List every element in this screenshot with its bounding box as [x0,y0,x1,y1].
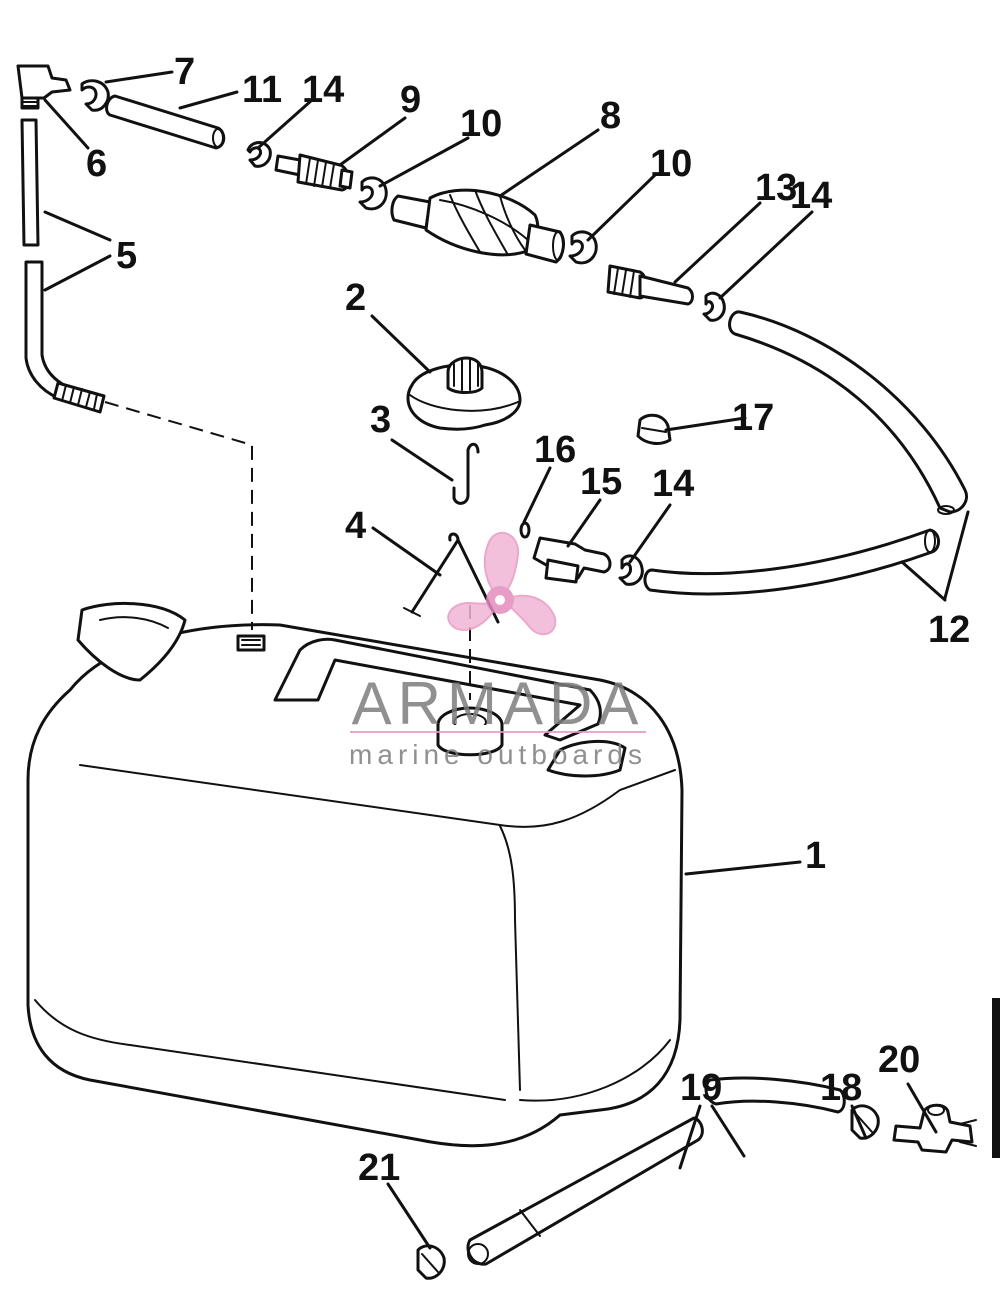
callout-9: 9 [400,79,421,121]
fuel-hose-12 [643,310,968,596]
callout-1: 1 [805,835,826,877]
assembly-line-pickup [104,401,253,630]
primer-bulb [390,188,565,264]
filler-cap [406,356,522,431]
cap-retainer-hook [452,442,480,505]
o-ring-16 [519,521,531,539]
callout-15: 15 [580,461,622,503]
callout-3: 3 [370,399,391,441]
tank-connector-15 [532,536,612,584]
page-edge-tab [992,998,1000,1158]
leader-lines [43,70,970,1250]
callout-20: 20 [878,1039,920,1081]
fuel-hose-19 [466,1076,846,1266]
hose-clamp-14-lower [618,554,644,586]
hose-clamp-17 [636,413,672,445]
callout-4: 4 [345,505,366,547]
pickup-filter-screen [52,381,106,414]
callout-labels: 1 2 3 4 5 6 7 8 9 10 10 11 12 13 14 14 1… [86,51,970,1189]
fuel-tank [26,602,684,1148]
callout-13: 13 [755,167,797,209]
callout-6: 6 [86,143,107,185]
callout-18: 18 [820,1067,862,1109]
callout-10-right: 10 [650,143,692,185]
callout-12: 12 [928,609,970,651]
callout-8: 8 [600,95,621,137]
watermark-brand: ARMADA [352,670,645,737]
callout-2: 2 [345,277,366,319]
callout-14-lower: 14 [652,463,694,505]
callout-14-right: 14 [790,175,832,217]
fuel-hose-11 [105,94,226,150]
hose-clamp-14-top [246,141,272,168]
propeller-logo [447,531,557,636]
callout-10-left: 10 [460,103,502,145]
watermark-tagline: marine outboards [349,739,647,770]
hose-clamp-10-left [358,176,388,211]
callout-7: 7 [174,51,195,93]
hose-clamp-18 [850,1104,880,1140]
callout-16: 16 [534,429,576,471]
pickup-tube [16,64,106,414]
callout-11: 11 [242,69,282,111]
callout-21: 21 [358,1147,400,1189]
callout-14-top: 14 [302,69,344,111]
elbow-fitting [16,64,72,110]
hose-connector-9 [274,153,354,192]
hose-clamp-7 [80,79,110,112]
hose-clamp-21 [416,1244,446,1280]
callout-5: 5 [116,235,137,277]
callout-17: 17 [732,397,774,439]
callout-19: 19 [680,1067,722,1109]
armada-watermark: ARMADA marine outboards [349,531,647,770]
hose-connector-13 [606,264,694,306]
